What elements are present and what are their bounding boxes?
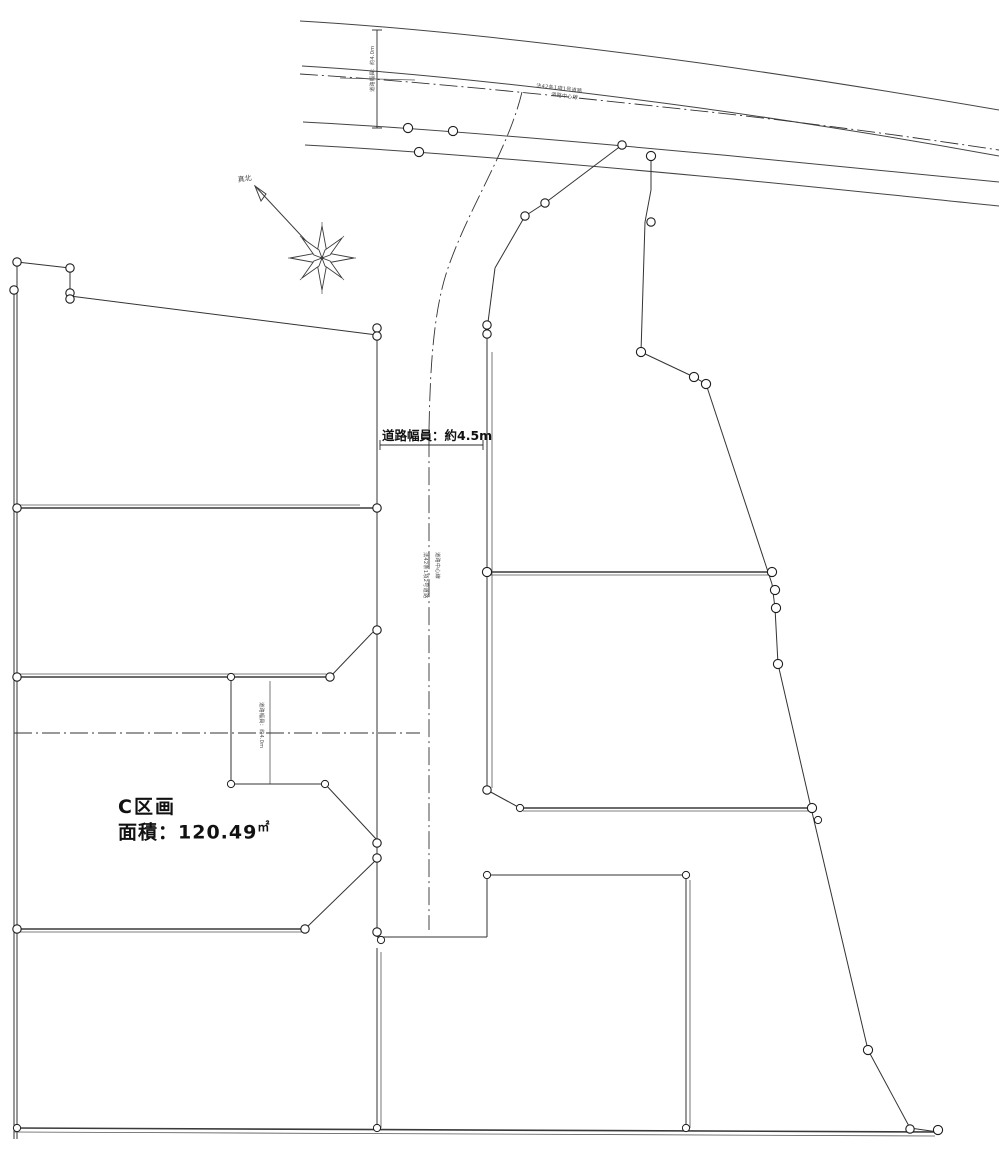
compass-star-icon xyxy=(288,222,356,294)
side-road-width-label: 道路幅員：約4.0m xyxy=(258,702,266,748)
left-parcel-boundary xyxy=(13,261,378,1139)
survey-points xyxy=(9,122,944,1136)
bottom-boundary xyxy=(13,1127,939,1137)
vertical-road-note-1: 法42条1項2号道路 xyxy=(422,552,430,599)
vertical-road-centerline xyxy=(428,91,523,930)
parcel-name: C区画 xyxy=(118,796,176,818)
top-road-lot-edge-upper xyxy=(302,121,999,183)
top-road-north-edge xyxy=(299,20,999,111)
side-road-group: 道路幅員：約4.0m xyxy=(14,702,420,748)
parcel-area-unit: ㎡ xyxy=(257,820,271,835)
true-north-label: 真北 xyxy=(237,173,252,184)
svg-text:道路中心線: 道路中心線 xyxy=(551,90,579,101)
north-arrow-head xyxy=(253,184,267,203)
compass-group: 真北 xyxy=(237,173,356,294)
right-parcel-boundary xyxy=(377,144,939,1133)
vertical-road-note-2: 道路中心線 xyxy=(434,552,442,579)
lower-division-lines xyxy=(376,948,382,1128)
top-road-south-edge xyxy=(301,65,999,157)
parcel-area: 面積：120.49㎡ xyxy=(118,820,270,845)
top-road-width-dimension: 道路幅員：約4.0m xyxy=(339,29,416,129)
vertical-road-group: 法42条1項2号道路 道路中心線 xyxy=(422,91,523,930)
main-road-width-label: 道路幅員：約4.5m xyxy=(382,428,492,443)
top-road-width-label: 道路幅員：約4.0m xyxy=(368,46,376,92)
top-road-centerline xyxy=(299,73,999,151)
parcel-area-text: 面積：120.49 xyxy=(118,821,258,844)
top-road-note: 法42条1項1号道路 道路中心線 xyxy=(536,81,584,101)
parcel-caption: C区画 面積：120.49㎡ xyxy=(118,795,270,845)
top-road-group xyxy=(299,20,999,207)
main-road-width-dimension: 道路幅員：約4.5m xyxy=(379,428,492,450)
